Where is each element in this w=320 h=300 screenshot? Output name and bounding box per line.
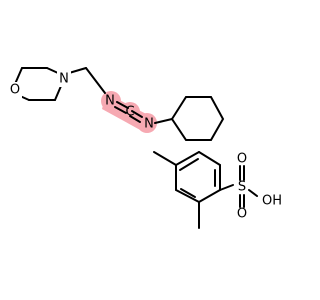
aromatic-inner-bond: [180, 188, 196, 198]
bond: [198, 189, 221, 203]
atom-s: S: [238, 180, 246, 195]
atom-o-morpholine: O: [8, 82, 22, 98]
bond: [175, 189, 200, 203]
aromatic-inner-bond: [179, 158, 199, 171]
bond: [175, 151, 200, 166]
atom-label: O: [10, 83, 20, 98]
double-bond-line: [129, 115, 141, 123]
atom-label: C: [125, 105, 134, 120]
bond: [14, 67, 23, 85]
atom-label: O: [237, 207, 247, 222]
atom-n-carbodiimide-2: N: [144, 117, 154, 132]
atom-label: N: [59, 72, 69, 87]
ethyl-linker: [68, 67, 106, 94]
double-bond-line: [116, 101, 129, 109]
carbodiimide-bonds: [114, 101, 143, 123]
bond-s-oh: [248, 189, 258, 197]
double-bond-line: [114, 106, 127, 114]
atom-label: OH: [262, 194, 282, 209]
atom-label: N: [144, 117, 154, 132]
atom-label: N: [105, 94, 115, 109]
double-bond-line: [131, 110, 143, 118]
bond: [154, 118, 173, 124]
bond: [68, 67, 87, 74]
carbodiimide-molecule: O N N C N: [8, 67, 225, 141]
sulfonic-acid-molecule: S O O OH: [153, 151, 282, 229]
bond: [54, 85, 62, 101]
atom-o-top: O: [237, 152, 247, 167]
atom-n-morpholine: N: [57, 71, 71, 87]
benzene-ring: [175, 151, 221, 203]
bond-c-s: [219, 184, 234, 191]
atom-c-carbodiimide: C: [125, 105, 134, 120]
chemical-structure-diagram: O N N C N: [8, 67, 282, 229]
bond: [46, 67, 59, 74]
methyl-bond-para: [153, 151, 177, 166]
atom-label: O: [237, 152, 247, 167]
atom-oh: OH: [262, 194, 282, 209]
bond: [198, 151, 221, 166]
atom-label: S: [238, 180, 246, 195]
atom-o-bottom: O: [237, 207, 247, 222]
atom-n-carbodiimide-1: N: [105, 94, 115, 109]
cyclohexane-ring: [170, 96, 225, 141]
bond: [85, 67, 106, 94]
